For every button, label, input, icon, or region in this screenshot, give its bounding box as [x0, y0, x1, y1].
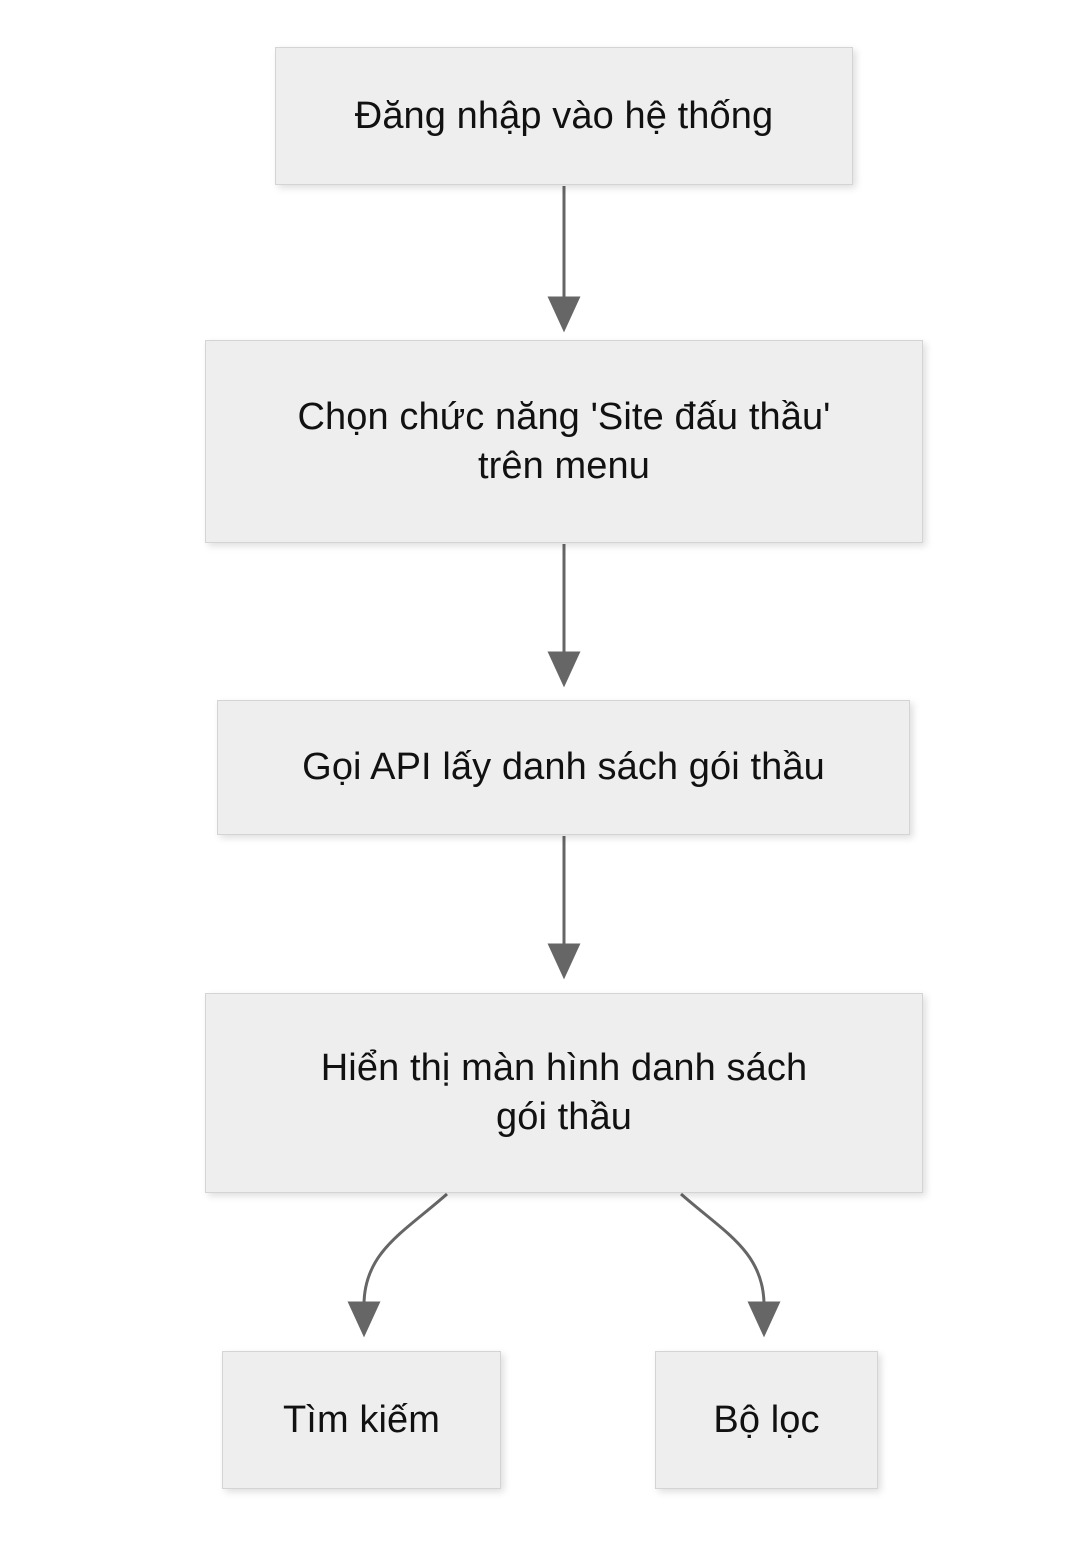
- edge-list-to-filter: [680, 1192, 781, 1338]
- node-filter[interactable]: Bộ lọc: [655, 1351, 878, 1489]
- node-select-bidding-site-menu-label: Chọn chức năng 'Site đấu thầu' trên menu: [297, 395, 831, 487]
- node-call-api[interactable]: Gọi API lấy danh sách gói thầu: [217, 700, 910, 835]
- node-login-label: Đăng nhập vào hệ thống: [354, 94, 774, 137]
- node-search[interactable]: Tìm kiếm: [222, 1351, 501, 1489]
- node-search-label: Tìm kiếm: [282, 1398, 440, 1441]
- node-display-list-screen-label: Hiển thị màn hình danh sách gói thầu: [320, 1047, 808, 1138]
- node-call-api-label: Gọi API lấy danh sách gói thầu: [302, 746, 825, 789]
- edge-list-to-search: [347, 1192, 448, 1338]
- node-display-list-screen[interactable]: Hiển thị màn hình danh sách gói thầu: [205, 993, 923, 1193]
- node-login[interactable]: Đăng nhập vào hệ thống: [275, 47, 853, 185]
- node-filter-label: Bộ lọc: [713, 1398, 820, 1441]
- node-select-bidding-site-menu[interactable]: Chọn chức năng 'Site đấu thầu' trên menu: [205, 340, 923, 543]
